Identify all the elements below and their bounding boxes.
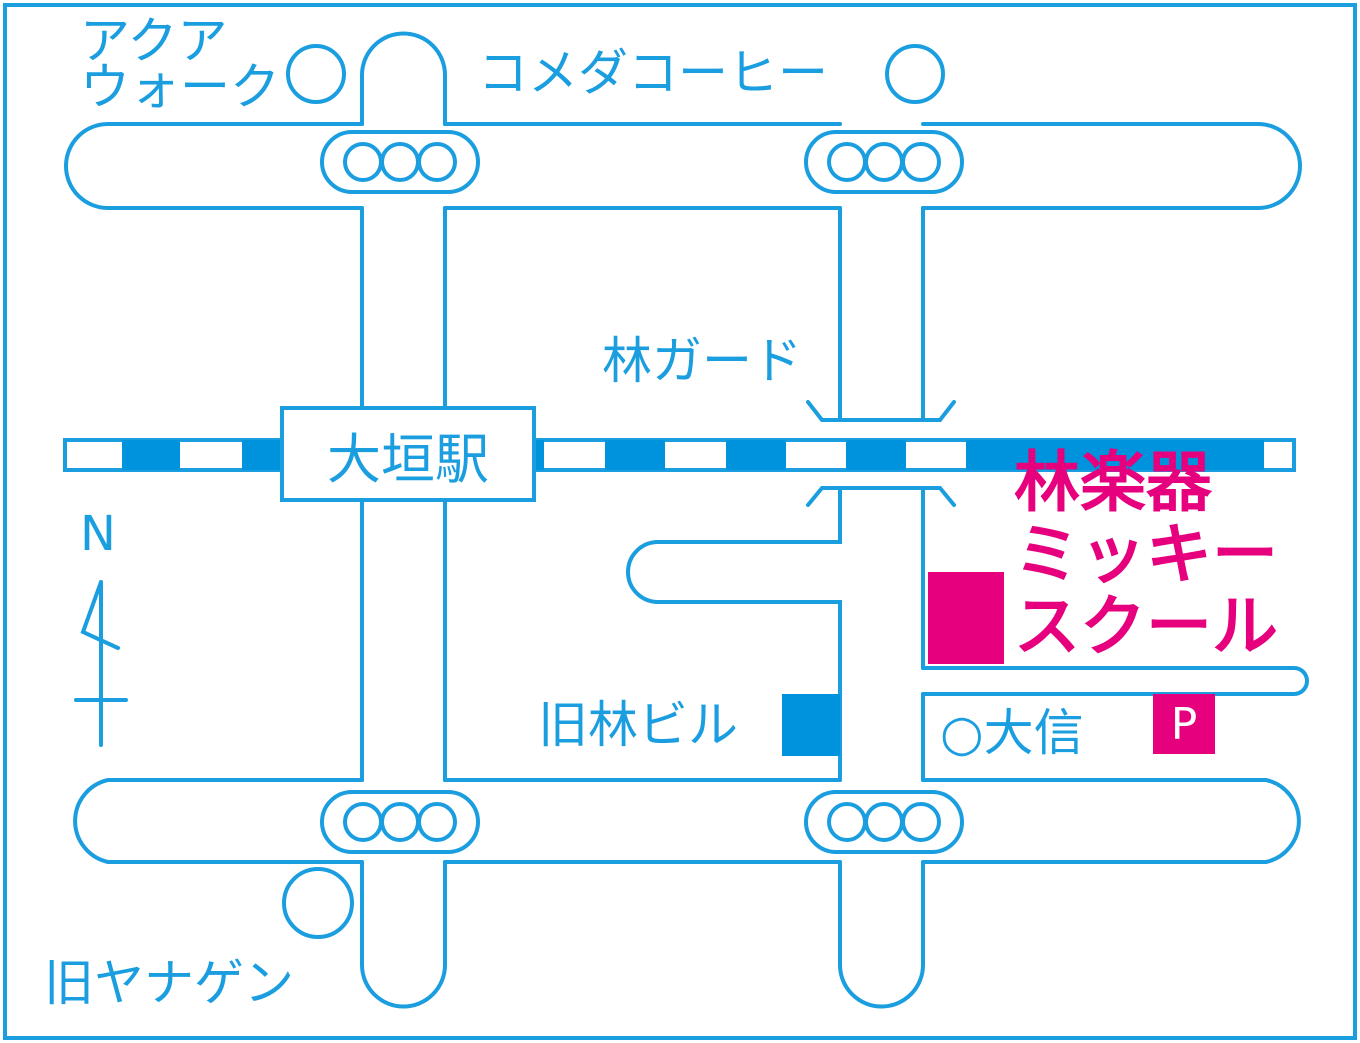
north-label: N (80, 506, 116, 562)
map-frame (3, 3, 1357, 1040)
underpass-marks (806, 400, 956, 507)
aqua-walk-label-line1: アクア (80, 12, 228, 70)
hayashi-guard-label: 林ガード (602, 332, 802, 390)
station-box (280, 406, 536, 502)
north-arrow-icon (74, 580, 128, 747)
old-yanagen-label: 旧ヤナゲン (44, 954, 294, 1012)
side-street (921, 666, 1309, 696)
station-label: 大垣駅 (327, 427, 489, 491)
parking-marker (1153, 694, 1215, 754)
roads (64, 31, 1309, 1009)
right-road-upper (838, 206, 925, 422)
left-road-lower (360, 860, 447, 1009)
left-road-mid (360, 206, 447, 782)
destination-building (928, 572, 1004, 664)
old-hayashi-bldg-label: 旧林ビル (538, 696, 738, 754)
parking-label: P (1170, 698, 1198, 750)
bottom-road (73, 778, 1301, 864)
aqua-walk-label-line2: ウォーク (80, 58, 280, 116)
traffic-light-icon (320, 130, 964, 854)
komeda-label: コメダコーヒー (478, 44, 828, 102)
old-hayashi-building-block (782, 694, 840, 756)
right-road-bottom (838, 860, 925, 1009)
destination-name-line1: 林楽器 (1014, 444, 1212, 521)
destination-name-line3: スクール (1014, 588, 1278, 665)
destination-name-line2: ミッキー (1014, 516, 1278, 593)
daishin-label: ○大信 (940, 704, 1084, 762)
landmark-circle-icon (282, 44, 945, 939)
top-road (64, 122, 1302, 210)
railway (63, 406, 1296, 502)
right-road-lower (626, 486, 925, 782)
left-road-upper (360, 31, 447, 126)
